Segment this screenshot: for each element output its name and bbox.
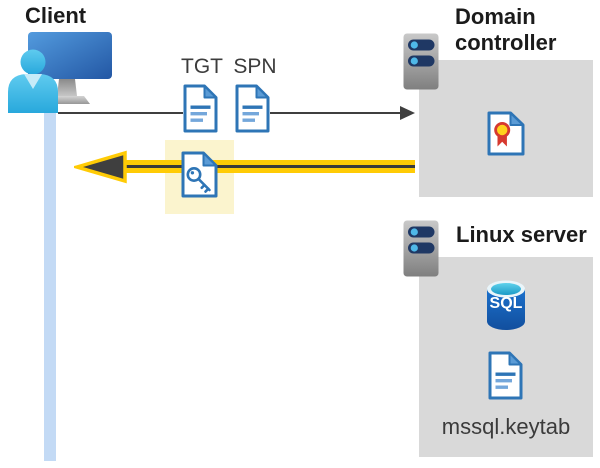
response-arrowhead-icon xyxy=(70,150,128,189)
keytab-document-icon xyxy=(488,351,523,405)
client-label: Client xyxy=(25,3,87,28)
client-lifeline xyxy=(44,95,56,461)
tgt-label: TGT xyxy=(181,55,223,78)
server-icon xyxy=(402,32,440,96)
linux-server-label: Linux server xyxy=(456,222,587,247)
key-document-icon xyxy=(181,151,218,203)
user-at-computer-icon xyxy=(2,30,120,120)
tgt-document-icon xyxy=(183,84,218,138)
sql-database-label: SQL xyxy=(489,295,523,312)
spn-document-icon xyxy=(235,84,270,138)
request-arrow-line xyxy=(58,112,183,114)
certificate-icon xyxy=(487,111,525,161)
spn-label: SPN xyxy=(233,55,277,78)
sql-database-icon: SQL xyxy=(485,279,527,331)
request-arrowhead-icon xyxy=(400,106,415,120)
server-icon xyxy=(402,219,440,283)
request-arrow-line xyxy=(270,112,401,114)
keytab-label: mssql.keytab xyxy=(441,414,571,439)
domain-controller-label: Domain controller xyxy=(455,4,557,55)
response-arrow-core-line xyxy=(122,165,415,168)
